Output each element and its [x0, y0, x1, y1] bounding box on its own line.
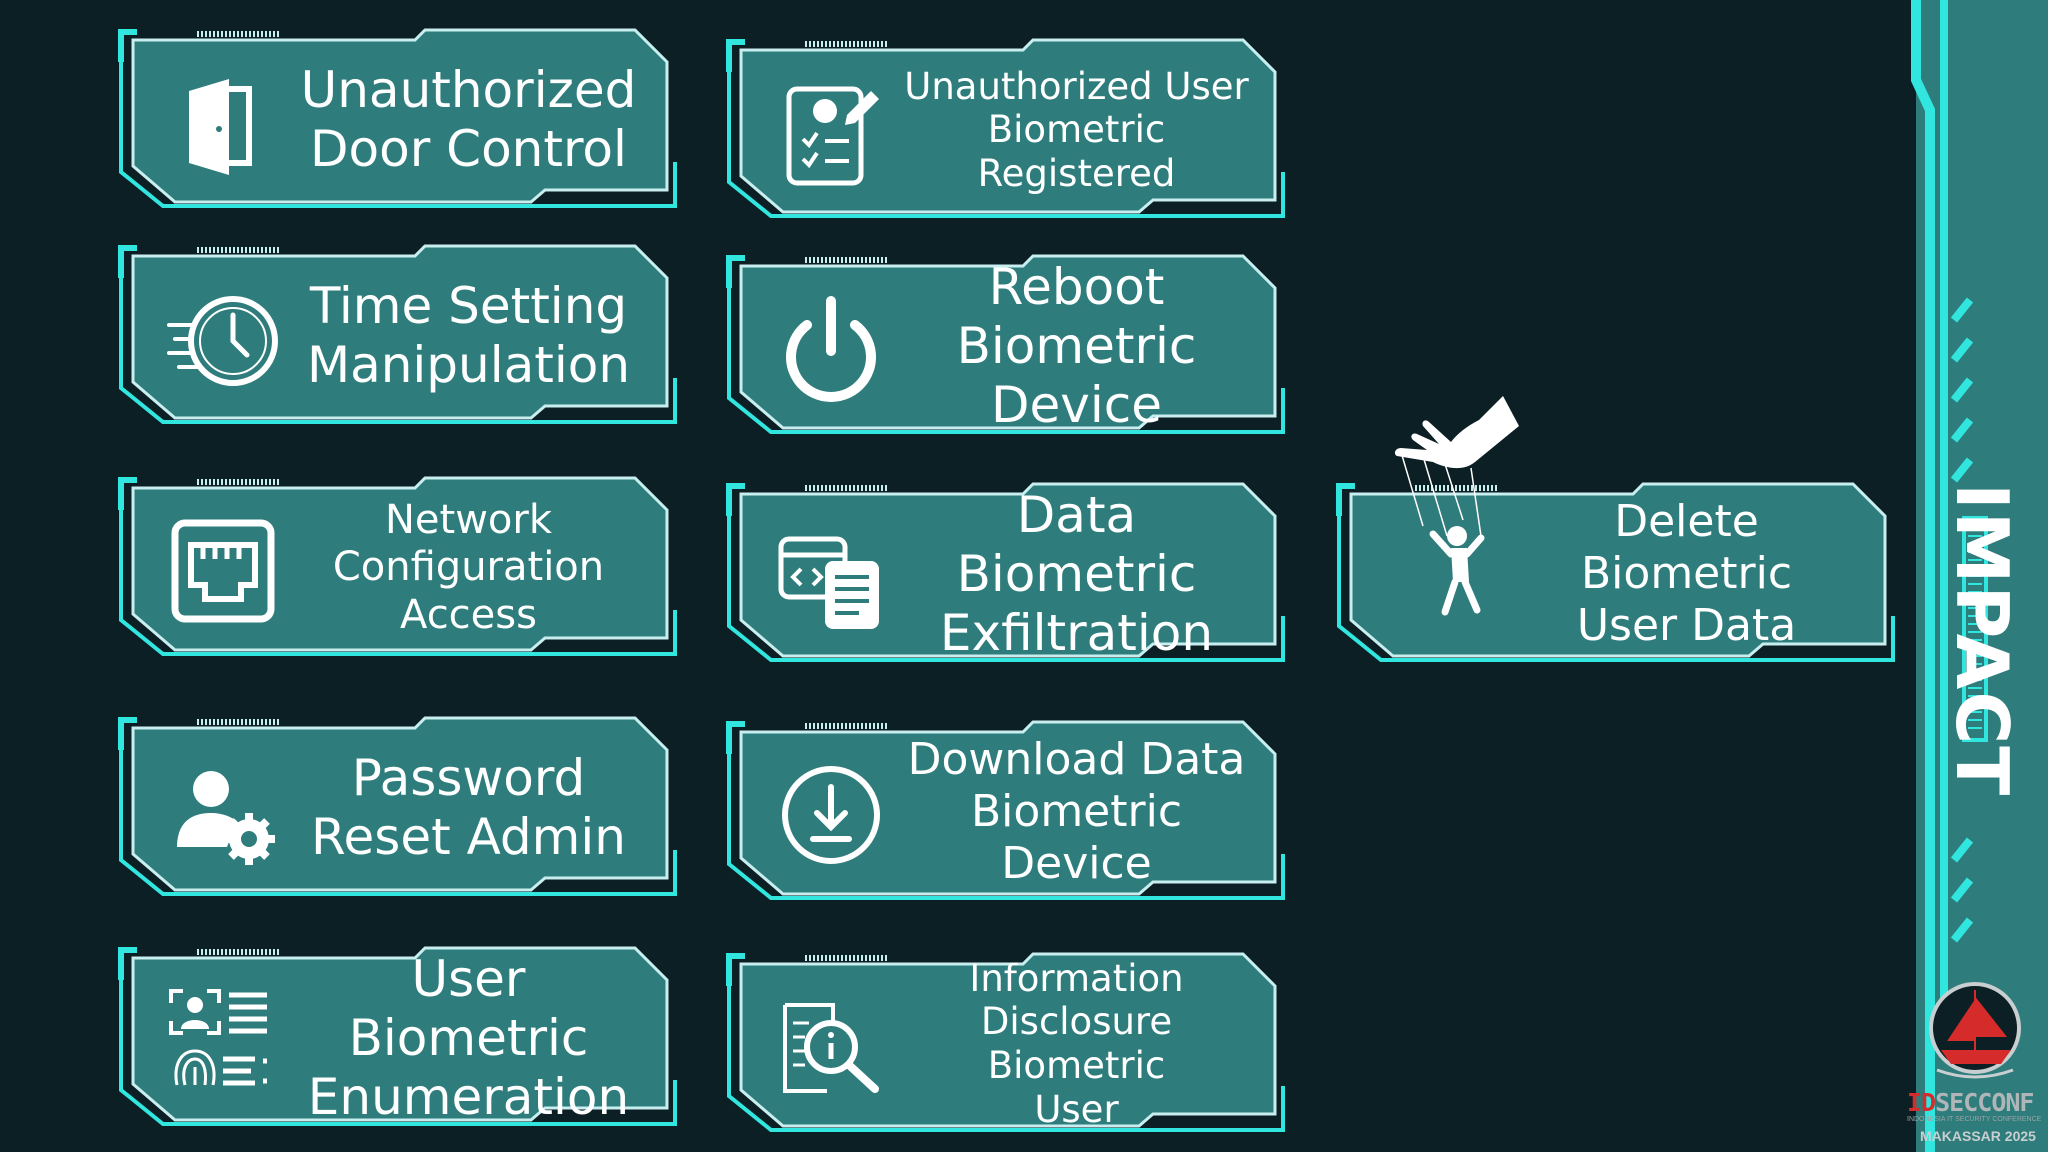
user-gear-icon: [177, 771, 275, 865]
logo-subtitle: INDONESIA IT SECURITY CONFERENCE: [1907, 1116, 2042, 1123]
impact-title: IMPACT: [1940, 482, 2024, 798]
code-document-icon: [778, 536, 879, 629]
puppet-hand-icon: [1394, 396, 1519, 616]
impact-sidebar: [1911, 0, 2048, 1152]
clock-icon: [167, 296, 278, 386]
info-magnifier-document-icon: [783, 1003, 879, 1093]
door-icon: [189, 79, 252, 175]
logo-text: IDSECCONF: [1907, 1088, 2034, 1117]
user-fingerprint-list-icon: [169, 989, 267, 1086]
ship-logo-icon: [1929, 982, 2021, 1079]
clipboard-user-icon: [786, 86, 879, 186]
ethernet-port-icon: [171, 519, 275, 623]
power-icon: [786, 296, 876, 402]
download-circle-icon: [782, 766, 880, 864]
logo-city: MAKASSAR 2025: [1920, 1128, 2036, 1144]
